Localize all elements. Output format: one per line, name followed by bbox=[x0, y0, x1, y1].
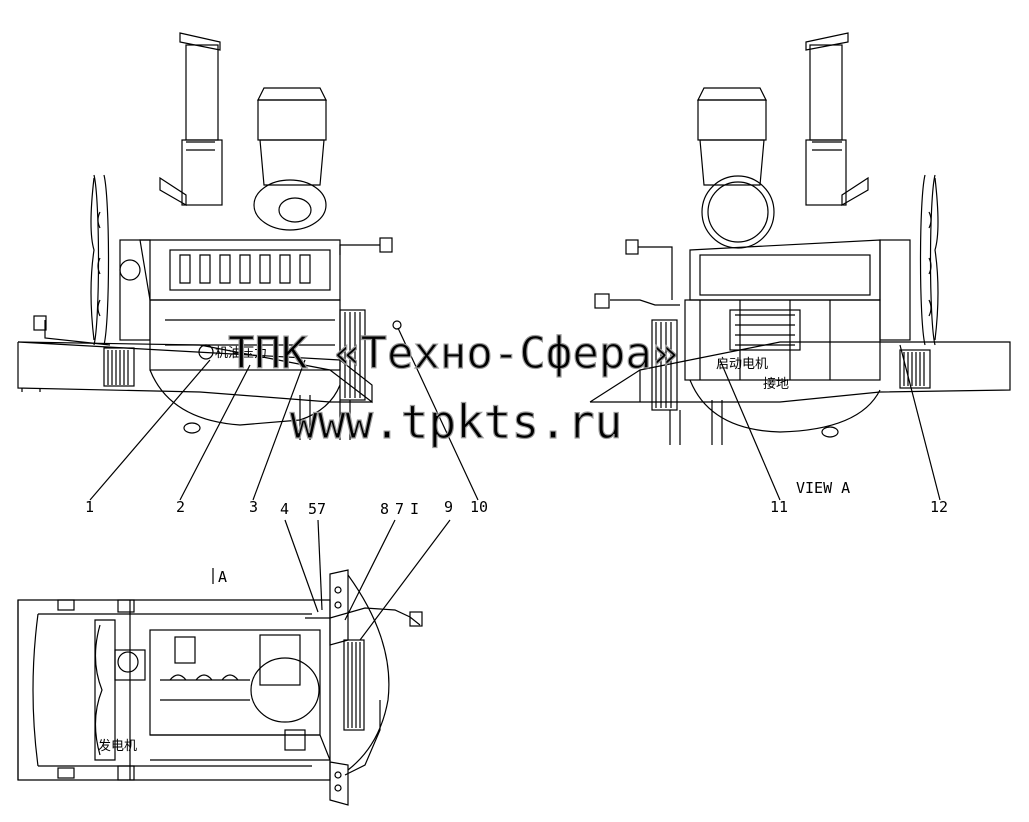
callout-12: 12 bbox=[930, 498, 948, 516]
callout-8: 8 bbox=[380, 500, 389, 518]
callout-9: 9 bbox=[444, 498, 453, 516]
plan-component-label: 发电机 bbox=[98, 738, 137, 754]
right-engine-side-view: 启动电机 接地 bbox=[589, 32, 1011, 445]
callout-4: 4 bbox=[280, 500, 289, 518]
left-radiator-core bbox=[103, 347, 135, 387]
plan-flywheel-ring bbox=[343, 639, 365, 731]
plan-wiring-harness bbox=[305, 607, 421, 626]
left-sensor bbox=[392, 320, 402, 330]
left-view-component-label: 机油压力 bbox=[215, 346, 267, 361]
callout-i: I bbox=[410, 500, 419, 518]
plan-fan bbox=[94, 619, 146, 761]
callout-10: 10 bbox=[470, 498, 488, 516]
right-radiator-core bbox=[899, 349, 931, 389]
watermark-url: www.tpkts.ru bbox=[290, 395, 622, 449]
right-flywheel-housing bbox=[651, 319, 723, 445]
left-connector-2 bbox=[33, 315, 47, 331]
right-engine-block bbox=[684, 239, 911, 438]
plan-connector bbox=[409, 611, 423, 627]
callout-11: 11 bbox=[770, 498, 788, 516]
callout-7: 7 bbox=[395, 500, 404, 518]
right-connector bbox=[625, 239, 639, 255]
section-a-label: A bbox=[218, 568, 227, 586]
plan-view: 发电机 bbox=[17, 569, 423, 806]
left-engine-side-view: 机油压力 bbox=[17, 32, 402, 440]
right-exhaust-stack bbox=[805, 32, 869, 207]
callout-3: 3 bbox=[249, 498, 258, 516]
left-fan bbox=[90, 174, 110, 346]
left-exhaust-stack bbox=[159, 32, 223, 207]
callout-1: 1 bbox=[85, 498, 94, 516]
right-view-component-label-1: 启动电机 bbox=[716, 357, 768, 372]
left-air-cleaner bbox=[253, 87, 327, 231]
plan-engine-body bbox=[149, 629, 331, 761]
callout-2: 2 bbox=[176, 498, 185, 516]
callouts: 1 2 3 4 57 8 7 I 9 10 11 12 VIEW A A bbox=[85, 327, 948, 641]
watermark: ТПК «Техно-Сфера» www.tpkts.ru bbox=[227, 327, 679, 449]
right-connector-2 bbox=[594, 293, 610, 309]
callout-57: 57 bbox=[308, 500, 326, 518]
right-fan bbox=[919, 174, 939, 346]
view-a-label: VIEW A bbox=[796, 479, 850, 497]
left-wiring-harness bbox=[44, 244, 380, 346]
right-view-component-label-2: 接地 bbox=[763, 376, 789, 392]
left-flywheel-housing bbox=[299, 309, 366, 440]
left-connector bbox=[379, 237, 393, 253]
watermark-company: ТПК «Техно-Сфера» bbox=[228, 328, 678, 379]
right-wiring-harness bbox=[610, 246, 680, 306]
right-air-cleaner bbox=[697, 87, 775, 249]
left-engine-block bbox=[119, 239, 341, 434]
